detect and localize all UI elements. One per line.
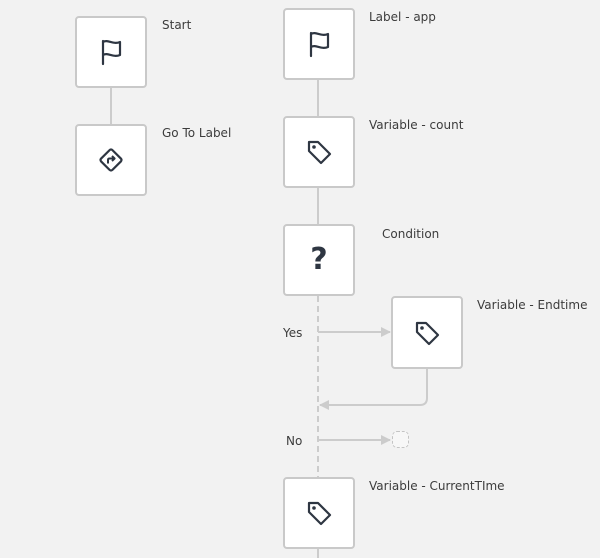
node-start[interactable]	[75, 16, 147, 88]
node-go-to-label[interactable]	[75, 124, 147, 196]
flag-icon	[95, 36, 127, 68]
node-label-go-to-label: Go To Label	[162, 126, 232, 140]
branch-label-yes: Yes	[283, 326, 303, 340]
node-variable-count[interactable]	[283, 116, 355, 188]
connector-endtime-return	[319, 369, 428, 410]
node-label-label-app: Label - app	[369, 10, 436, 24]
node-label-variable-endtime: Variable - Endtime	[477, 298, 588, 312]
question-icon: ?	[310, 242, 328, 277]
tag-icon	[304, 137, 334, 167]
branch-label-no: No	[286, 434, 303, 448]
turn-right-diamond-icon	[96, 145, 126, 175]
node-label-variable-count: Variable - count	[369, 118, 464, 132]
flag-icon	[303, 28, 335, 60]
node-variable-currenttime[interactable]	[283, 477, 355, 549]
node-condition[interactable]: ?	[283, 224, 355, 296]
node-label-variable-currenttime: Variable - CurrentTIme	[369, 479, 505, 493]
node-variable-endtime[interactable]	[391, 296, 463, 369]
node-label-start: Start	[162, 18, 192, 32]
add-step-placeholder[interactable]	[392, 431, 409, 448]
node-label-condition: Condition	[382, 227, 440, 241]
node-label-app[interactable]	[283, 8, 355, 80]
tag-icon	[412, 318, 442, 348]
tag-icon	[304, 498, 334, 528]
